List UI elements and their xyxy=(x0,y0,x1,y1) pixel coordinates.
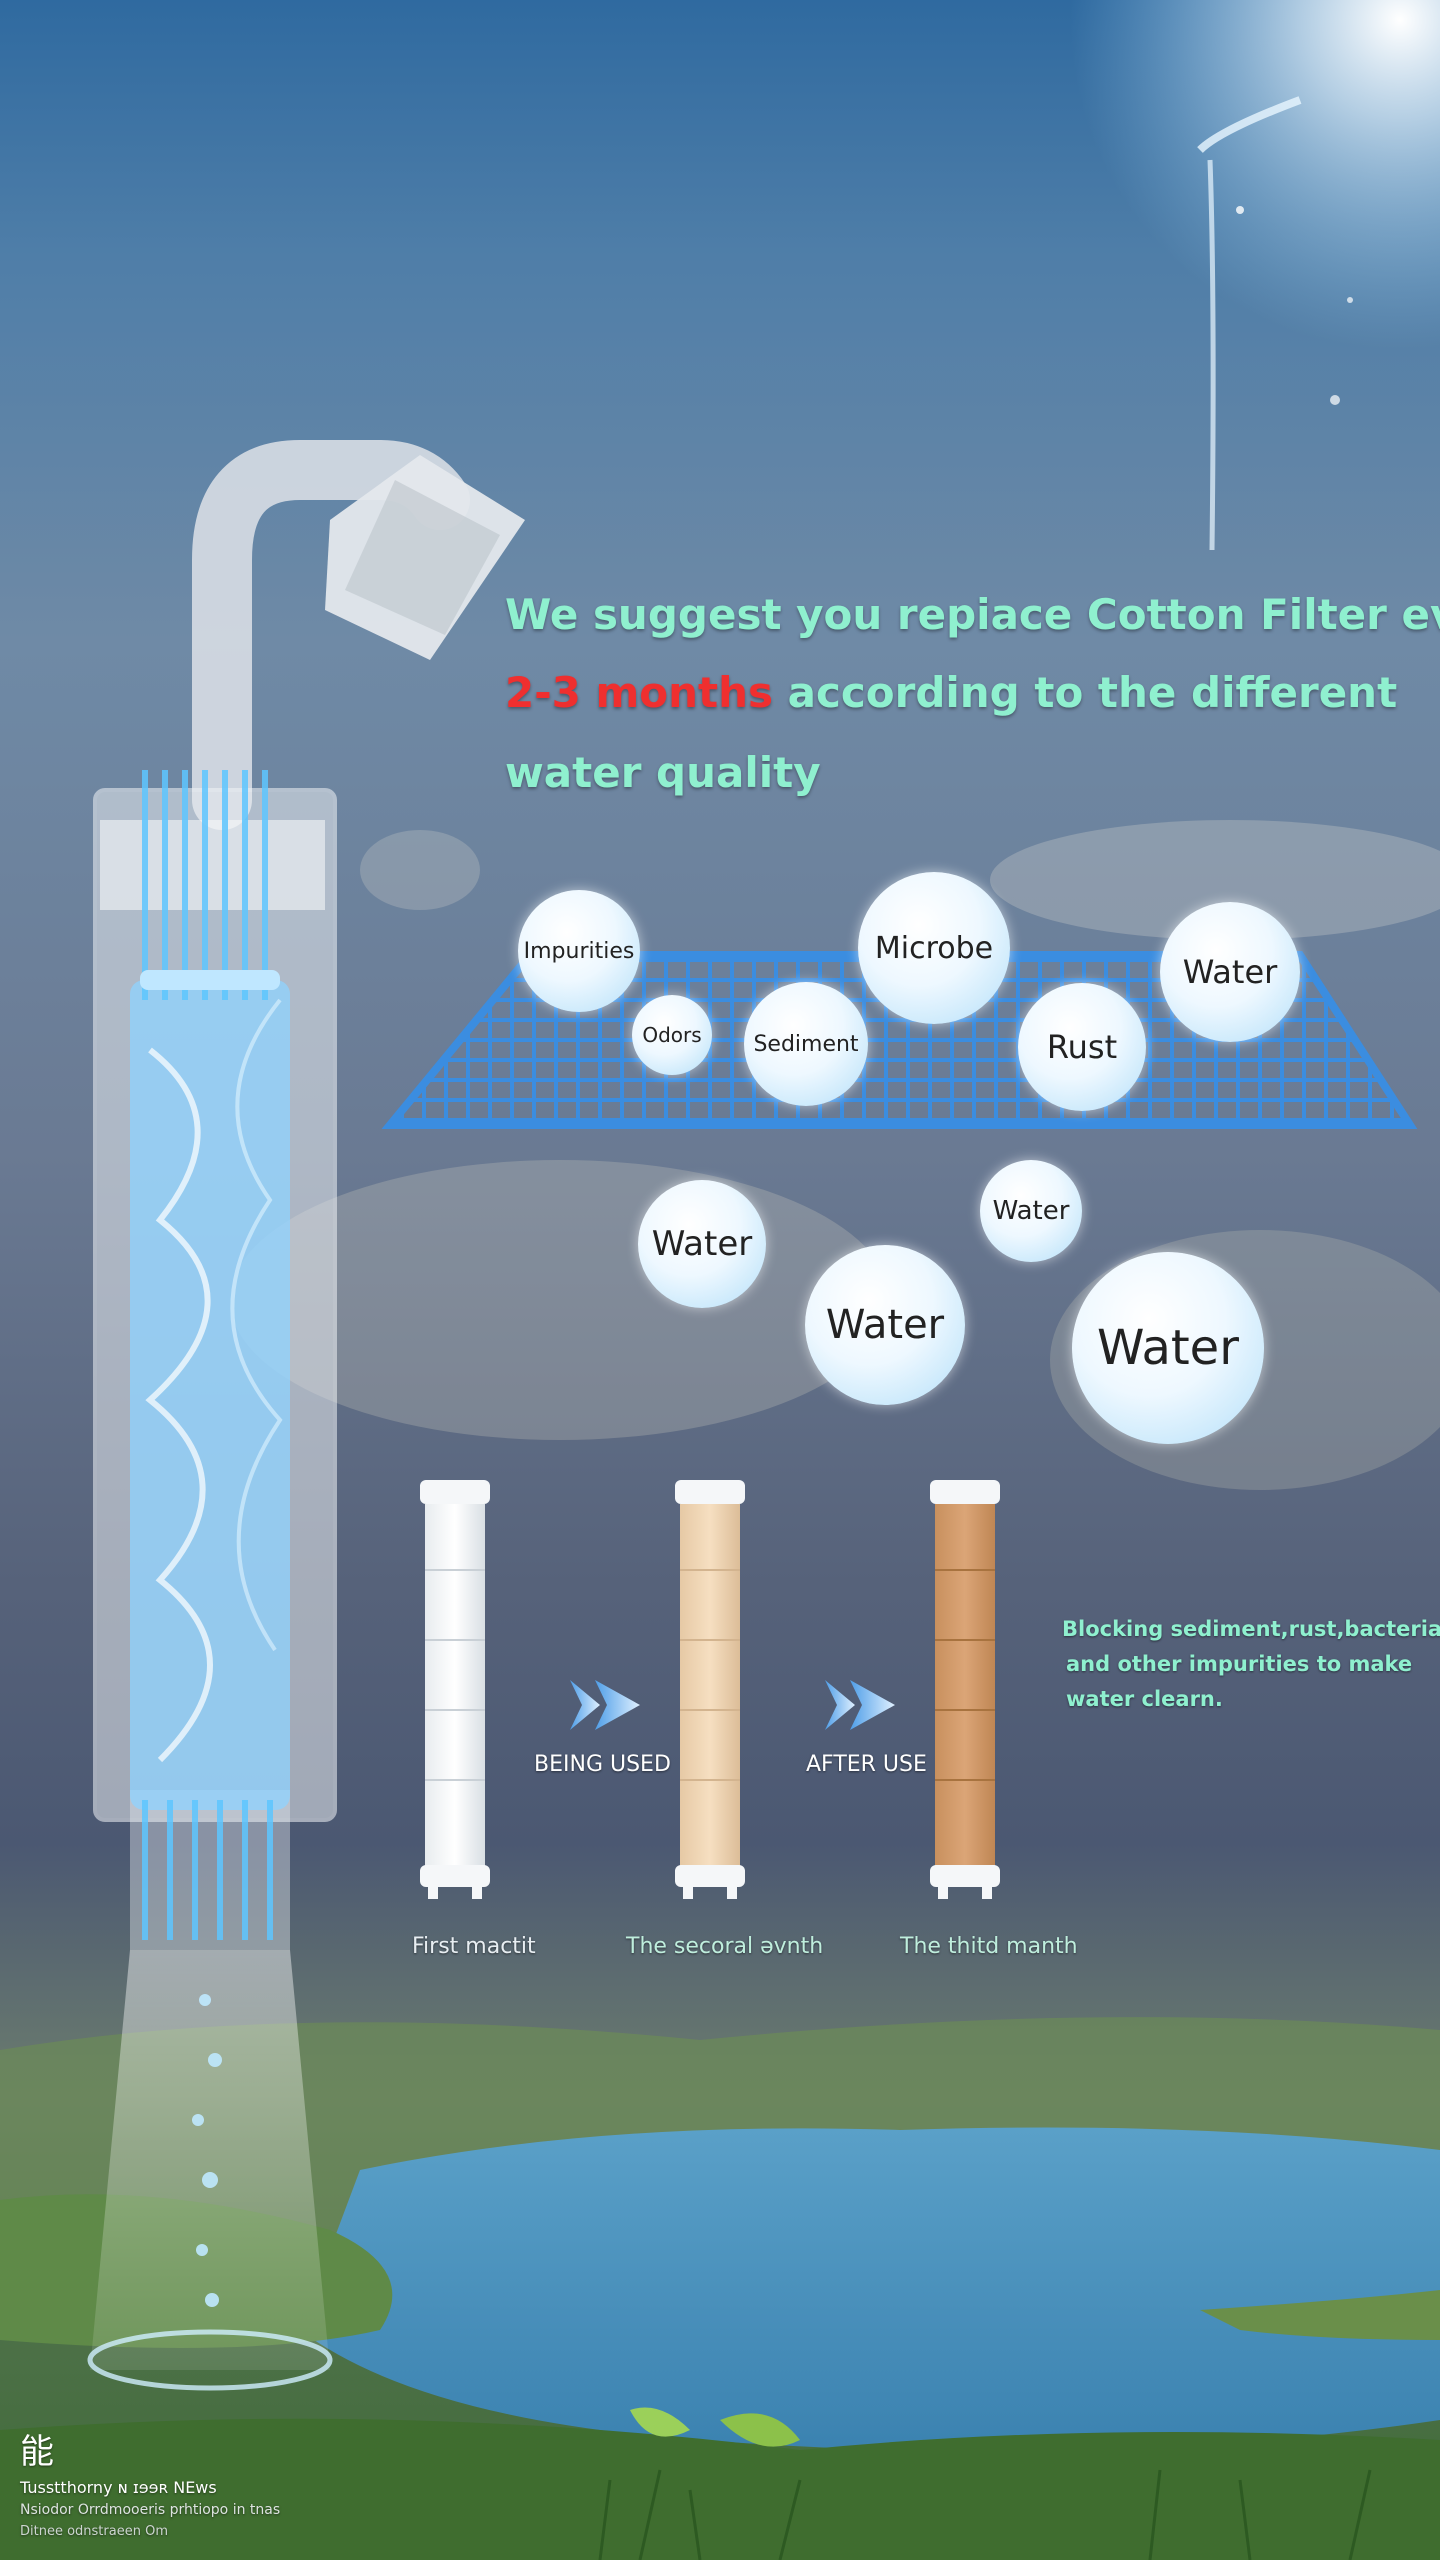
headline-line-2: 2-3 months according to the different xyxy=(505,668,1397,717)
cartridge-third-month xyxy=(930,1480,1000,1899)
sun-glow xyxy=(1070,0,1440,350)
water-bubble-1: Water xyxy=(638,1180,766,1308)
bubble-odors: Odors xyxy=(632,995,712,1075)
description-line-3: water clearn. xyxy=(1066,1687,1223,1711)
description-line-2: and other impurities to make xyxy=(1066,1652,1413,1676)
bubble-rust: Rust xyxy=(1018,983,1146,1111)
caption-second-month: The seсoral əvnth xyxy=(626,1934,824,1959)
filter-stages xyxy=(420,1480,1000,1899)
brand-logo: 能 xyxy=(20,2432,54,2472)
bubble-microbe: Microbe xyxy=(858,872,1010,1024)
arrow-label-being-used: BEING USED xyxy=(534,1752,671,1777)
bubble-sediment: Sediment xyxy=(744,982,868,1106)
cartridge-second-month xyxy=(675,1480,745,1899)
bubble-impurities: Impurities xyxy=(518,890,640,1012)
water-bubble-4: Water xyxy=(1072,1252,1264,1444)
water-beam xyxy=(90,1950,330,2370)
footer-line-1: Tusstthorny ɴ ɪɘɘʀ NEws xyxy=(20,2478,217,2497)
grass xyxy=(0,2418,1440,2560)
headline-line-3: water quality xyxy=(505,748,821,797)
filter-mesh xyxy=(381,951,1418,1129)
lake xyxy=(300,2127,1440,2452)
description-line-1: Blocking sediment,rust,bacteria xyxy=(1062,1617,1440,1641)
caption-third-month: The thitd manth xyxy=(900,1934,1078,1959)
water-bubble-2: Water xyxy=(980,1160,1082,1262)
headline-line-2-rest: according to the different xyxy=(773,668,1398,717)
headline-highlight: 2-3 months xyxy=(505,668,773,717)
water-bubble-3: Water xyxy=(805,1245,965,1405)
headline-line-1: We suggest you repiace Cotton Filter eve… xyxy=(505,590,1440,639)
footer-line-2: Nsiodor Orrdmooeris prhtiopo in tnas xyxy=(20,2502,281,2518)
caption-first-month: First mactit xyxy=(412,1934,536,1959)
footer-line-3: Ditnee odnstraeen Om xyxy=(20,2524,168,2539)
bubble-water-top: Water xyxy=(1160,902,1300,1042)
cartridge-first-month xyxy=(420,1480,490,1899)
arrow-label-after-use: AFTER USE xyxy=(806,1752,927,1777)
